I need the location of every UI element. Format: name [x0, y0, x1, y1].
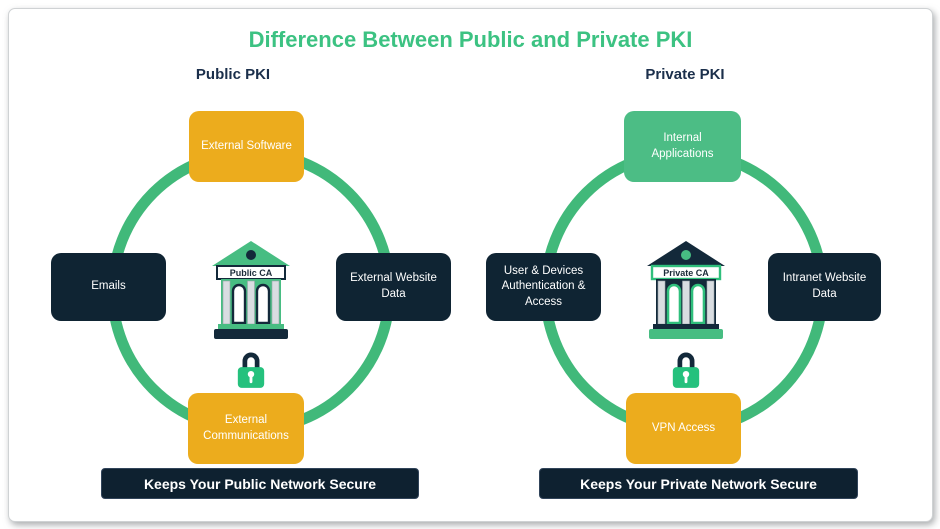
banner-label: Keeps Your Public Network Secure	[143, 475, 377, 492]
node-vpn-access: VPN Access	[626, 393, 741, 464]
node-label: Internal Applications	[651, 131, 714, 160]
node-label: VPN Access	[651, 421, 716, 434]
node-internal-applications: Internal Applications	[624, 111, 741, 182]
page-title: Difference Between Public and Private PK…	[248, 27, 693, 52]
private-ca-bank-icon: Private CA	[647, 241, 725, 339]
node-label: Emails	[91, 280, 126, 293]
node-emails: Emails	[51, 253, 166, 321]
private-lock-icon	[672, 352, 700, 388]
node-label: External Communications	[203, 413, 289, 442]
public-ca-label: Public CA	[230, 268, 273, 278]
public-banner: Keeps Your Public Network Secure	[101, 468, 419, 499]
private-pki-heading: Private PKI	[645, 66, 725, 83]
banner-label: Keeps Your Private Network Secure	[580, 475, 817, 492]
node-intranet-website-data: Intranet Website Data	[768, 253, 881, 321]
node-external-website-data: External Website Data	[336, 253, 451, 321]
infographic-card: Difference Between Public and Private PK…	[8, 8, 933, 522]
node-user-devices-authentication: User & Devices Authentication & Access	[486, 253, 601, 321]
node-external-software: External Software	[189, 111, 304, 182]
private-banner: Keeps Your Private Network Secure	[539, 468, 858, 499]
node-label: Intranet Website Data	[782, 272, 867, 300]
node-label: External Website Data	[350, 272, 437, 300]
node-label: External Software	[201, 139, 292, 152]
public-pki-heading: Public PKI	[195, 66, 271, 83]
private-ca-label: Private CA	[663, 268, 709, 278]
node-external-communications: External Communications	[188, 393, 304, 464]
public-ca-bank-icon: Public CA	[212, 241, 290, 339]
public-lock-icon	[237, 352, 265, 388]
node-label: User & Devices Authentication & Access	[501, 264, 586, 308]
